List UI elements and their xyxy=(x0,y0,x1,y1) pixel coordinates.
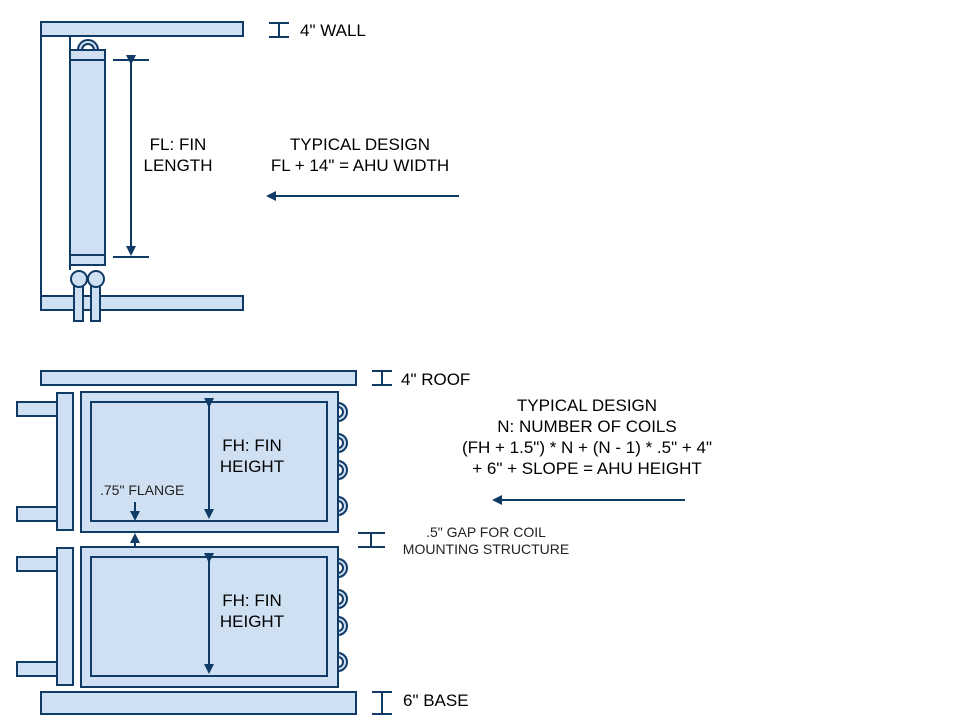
height-note-line-3: (FH + 1.5") * N + (N - 1) * .5" + 4" xyxy=(461,438,713,457)
fin-height-line-1: FH: FIN xyxy=(222,436,282,455)
fin-height-label-2: FH: FIN HEIGHT xyxy=(212,590,292,632)
fin-height-label-1: FH: FIN HEIGHT xyxy=(212,435,292,477)
connection-pipe xyxy=(73,284,84,322)
coil-2 xyxy=(16,546,348,688)
fin-length-line-1: FL: FIN xyxy=(149,135,207,154)
height-note-line-4: + 6" + SLOPE = AHU HEIGHT xyxy=(472,459,702,478)
gap-line-1: .5" GAP FOR COIL xyxy=(426,524,546,540)
base-dimension-icon xyxy=(372,691,392,715)
bottom-wall-panel xyxy=(40,295,244,311)
gap-label: .5" GAP FOR COIL MOUNTING STRUCTURE xyxy=(388,524,584,558)
fin-height-line-2: HEIGHT xyxy=(219,457,285,476)
roof-dimension-icon xyxy=(372,370,392,386)
gap-dimension-icon xyxy=(358,532,385,548)
base-panel xyxy=(40,691,357,715)
base-label: 6" BASE xyxy=(403,691,469,710)
width-note-line-2: FL + 14" = AHU WIDTH xyxy=(270,156,450,175)
coil-top-view xyxy=(69,49,106,266)
fin-length-dimension xyxy=(113,55,149,258)
height-note-line-2: N: NUMBER OF COILS xyxy=(497,417,677,436)
wall-label: 4" WALL xyxy=(300,21,366,40)
gap-line-2: MOUNTING STRUCTURE xyxy=(402,541,570,557)
top-wall-panel xyxy=(40,21,244,37)
coil-1 xyxy=(16,391,348,533)
wall-dimension-icon xyxy=(269,22,289,38)
roof-panel xyxy=(40,370,357,386)
fin-length-line-2: LENGTH xyxy=(143,156,213,175)
height-design-note: TYPICAL DESIGN N: NUMBER OF COILS (FH + … xyxy=(432,395,742,479)
roof-label: 4" ROOF xyxy=(401,370,471,389)
connection-header xyxy=(87,270,105,288)
width-design-note: TYPICAL DESIGN FL + 14" = AHU WIDTH xyxy=(255,134,465,176)
connection-header xyxy=(70,270,88,288)
top-return-bend xyxy=(76,39,100,51)
width-note-line-1: TYPICAL DESIGN xyxy=(289,135,431,154)
fin-height-line-1: FH: FIN xyxy=(222,591,282,610)
fin-length-label: FL: FIN LENGTH xyxy=(140,134,216,176)
flange-label: .75" FLANGE xyxy=(100,482,185,498)
fin-height-line-2: HEIGHT xyxy=(219,612,285,631)
height-note-line-1: TYPICAL DESIGN xyxy=(516,396,658,415)
connection-pipe xyxy=(90,284,101,322)
